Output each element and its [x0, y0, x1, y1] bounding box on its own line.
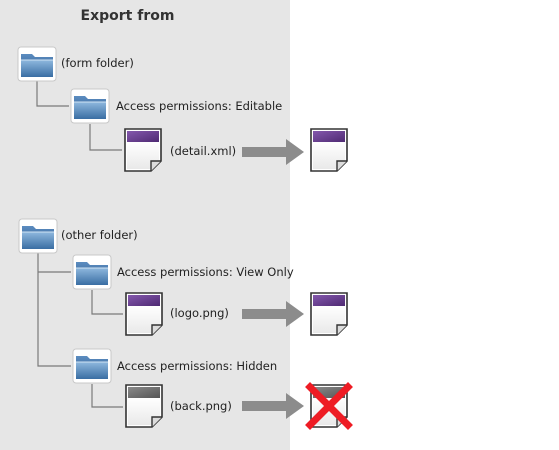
back-png-file-icon [124, 383, 164, 429]
page-title: Export from [80, 8, 175, 24]
other-folder-icon [18, 218, 58, 254]
form-folder-icon [17, 46, 57, 82]
viewonly-folder-label: Access permissions: View Only [117, 265, 294, 279]
hidden-folder-icon [72, 348, 112, 384]
exported-logo-png-icon [309, 291, 349, 337]
export-arrow-icon [242, 301, 304, 327]
other-folder-label: (other folder) [61, 228, 138, 242]
logo-png-label: (logo.png) [170, 306, 229, 320]
detail-xml-file-icon [123, 127, 163, 173]
detail-xml-label: (detail.xml) [170, 144, 237, 158]
logo-png-file-icon [124, 291, 164, 337]
export-arrow-icon [242, 393, 304, 419]
form-folder-label: (form folder) [61, 56, 134, 70]
viewonly-folder-icon [72, 254, 112, 290]
hidden-folder-label: Access permissions: Hidden [117, 359, 278, 373]
exported-detail-xml-icon [309, 127, 349, 173]
back-png-label: (back.png) [170, 399, 232, 413]
not-exported-cross-icon [304, 381, 354, 431]
editable-folder-icon [70, 88, 110, 124]
editable-folder-label: Access permissions: Editable [116, 99, 283, 113]
export-arrow-icon [242, 139, 304, 165]
